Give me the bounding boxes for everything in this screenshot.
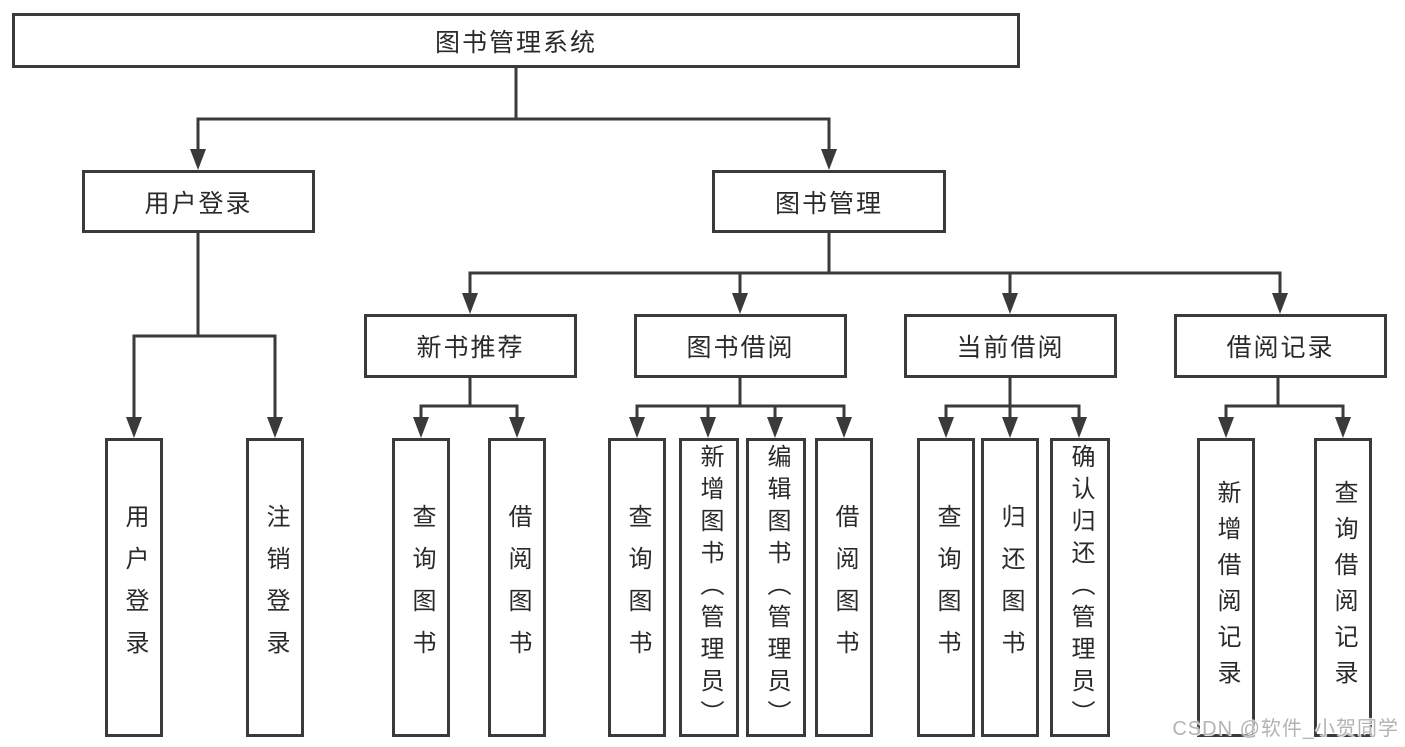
node-label: 图书借阅 [686, 334, 795, 362]
leaf-add-books-admin: 新增图书（管理员） [679, 438, 739, 737]
leaf-label: 新增图书（管理员） [696, 443, 723, 732]
leaf-query-books: 查询图书 [917, 438, 975, 737]
leaf-confirm-return-admin: 确认归还（管理员） [1050, 438, 1110, 737]
node-label: 图书管理系统 [434, 28, 597, 57]
leaf-label: 新增借阅记录 [1213, 479, 1240, 696]
node-label: 借阅记录 [1226, 334, 1335, 362]
csdn-watermark: CSDN @软件_小贺同学 [1172, 718, 1399, 740]
node-new-book-recommend: 新书推荐 [364, 314, 577, 378]
leaf-borrow-books: 借阅图书 [488, 438, 546, 737]
leaf-edit-books-admin: 编辑图书（管理员） [746, 438, 806, 737]
node-label: 用户登录 [144, 189, 253, 218]
leaf-query-books: 查询图书 [392, 438, 450, 737]
leaf-label: 确认归还（管理员） [1067, 443, 1094, 732]
node-book-borrow: 图书借阅 [634, 314, 847, 378]
leaf-query-borrow-record: 查询借阅记录 [1314, 438, 1372, 737]
leaf-label: 归还图书 [997, 503, 1024, 672]
leaf-label: 借阅图书 [831, 503, 858, 672]
leaf-label: 注销登录 [262, 503, 289, 672]
node-borrow-records: 借阅记录 [1174, 314, 1387, 378]
node-label: 当前借阅 [956, 334, 1065, 362]
leaf-label: 用户登录 [121, 503, 148, 672]
leaf-label: 查询图书 [933, 503, 960, 672]
node-library-system: 图书管理系统 [12, 13, 1020, 68]
leaf-label: 查询图书 [624, 503, 651, 672]
leaf-logout-login: 注销登录 [246, 438, 304, 737]
leaf-borrow-books: 借阅图书 [815, 438, 873, 737]
leaf-add-borrow-record: 新增借阅记录 [1197, 438, 1255, 737]
node-book-management: 图书管理 [712, 170, 946, 233]
leaf-label: 编辑图书（管理员） [763, 443, 790, 732]
node-label: 图书管理 [774, 189, 883, 218]
leaf-return-books: 归还图书 [981, 438, 1039, 737]
leaf-query-books: 查询图书 [608, 438, 666, 737]
leaf-user-login: 用户登录 [105, 438, 163, 737]
node-current-borrow: 当前借阅 [904, 314, 1117, 378]
leaf-label: 借阅图书 [504, 503, 531, 672]
node-label: 新书推荐 [416, 334, 525, 362]
leaf-label: 查询图书 [408, 503, 435, 672]
node-user-login: 用户登录 [82, 170, 315, 233]
leaf-label: 查询借阅记录 [1330, 479, 1357, 696]
